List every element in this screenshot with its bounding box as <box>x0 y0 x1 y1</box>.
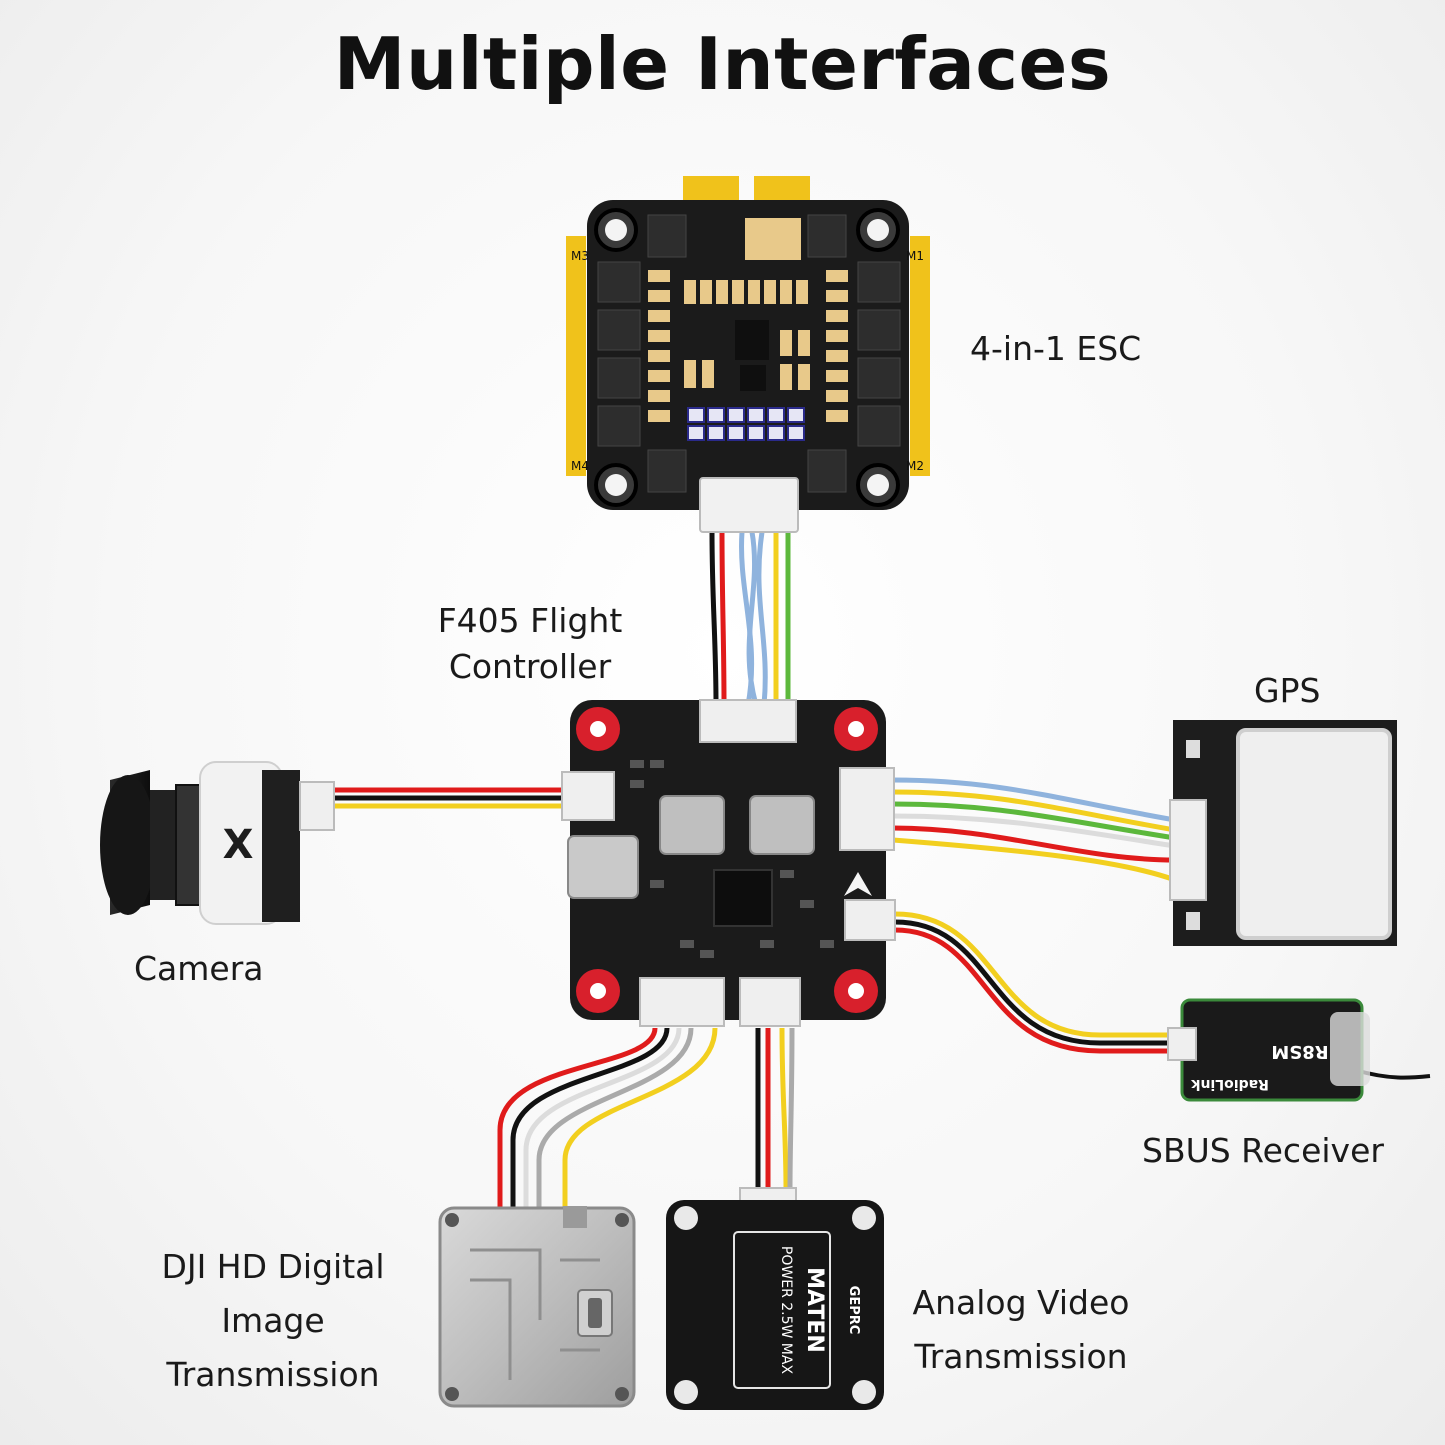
esc-m3-label: M3 <box>571 249 589 263</box>
page-title: Multiple Interfaces <box>333 22 1112 106</box>
receiver-model: R8SM <box>1271 1041 1328 1062</box>
wire-esc-to-fc <box>709 531 791 706</box>
esc-board: M1 M2 M3 M4 <box>566 176 930 533</box>
camera-logo: X <box>223 822 254 868</box>
sbus-receiver: R8SM RadioLink <box>1167 998 1431 1102</box>
esc-m1-label: M1 <box>906 249 924 263</box>
gps-module <box>1169 720 1397 946</box>
analog-vtx-label-line2: Transmission <box>914 1337 1128 1376</box>
dji-vtx-label: DJI HD Digital Image Transmission <box>145 1240 401 1402</box>
camera-label: Camera <box>134 949 264 988</box>
dji-vtx-label-line1: DJI HD Digital <box>161 1247 385 1286</box>
flight-controller-label: F405 Flight Controller <box>420 598 640 690</box>
flight-controller-label-line2: Controller <box>448 647 612 686</box>
wire-fc-to-gps <box>892 777 1176 883</box>
vtx-maker-label: GEPRC <box>846 1286 861 1335</box>
dji-vtx-label-line2: Image <box>221 1301 325 1340</box>
analog-vtx-label: Analog Video Transmission <box>896 1276 1146 1384</box>
analog-vtx-label-line1: Analog Video <box>912 1283 1130 1322</box>
wire-fc-to-analog-vtx <box>755 1027 795 1191</box>
gps-label: GPS <box>1254 671 1321 710</box>
camera: X <box>100 761 335 925</box>
dji-vtx-label-line3: Transmission <box>166 1355 380 1394</box>
analog-vtx: MATEN POWER 2.5W MAX GEPRC <box>666 1187 884 1410</box>
esc-m4-label: M4 <box>571 459 589 473</box>
esc-label: 4-in-1 ESC <box>970 329 1142 368</box>
wire-fc-to-dji <box>497 1027 718 1215</box>
wire-camera-to-fc <box>332 787 565 809</box>
wire-fc-to-sbus <box>894 911 1175 1054</box>
vtx-power-label: POWER 2.5W MAX <box>778 1246 794 1375</box>
vtx-brand-label: MATEN <box>802 1267 827 1353</box>
dji-hd-vtx <box>438 1206 636 1408</box>
receiver-brand: RadioLink <box>1190 1076 1268 1092</box>
sbus-receiver-label: SBUS Receiver <box>1142 1131 1384 1170</box>
flight-controller-label-line1: F405 Flight <box>437 601 623 640</box>
flight-controller-board <box>561 699 896 1027</box>
esc-m2-label: M2 <box>906 459 924 473</box>
